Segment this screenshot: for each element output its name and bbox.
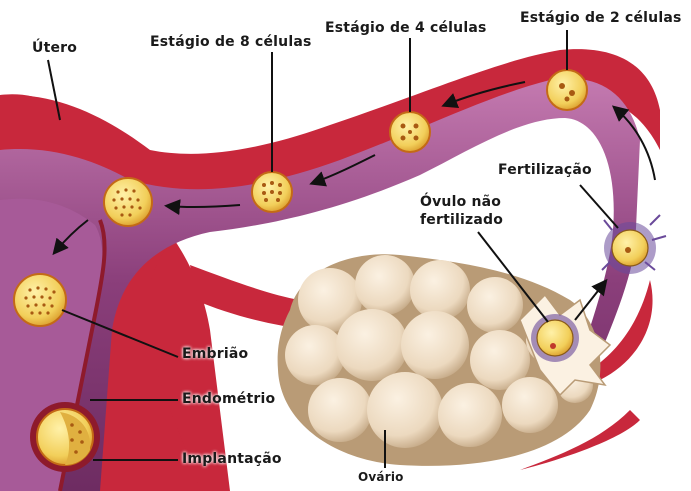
label-ovulo-line2: fertilizado	[420, 212, 503, 228]
label-estagio-4: Estágio de 4 células	[325, 20, 487, 36]
two-cell-stage	[547, 70, 587, 110]
label-fertilizacao: Fertilização	[498, 162, 592, 178]
fertilized-ovum	[602, 215, 666, 274]
label-estagio-8: Estágio de 8 células	[150, 34, 312, 50]
label-utero: Útero	[32, 40, 77, 56]
unfertilized-ovum	[531, 314, 579, 362]
label-implantacao: Implantação	[182, 451, 282, 467]
label-embriao: Embrião	[182, 346, 248, 362]
four-cell-stage	[390, 112, 430, 152]
morula	[104, 178, 152, 226]
label-ovario: Ovário	[358, 470, 404, 484]
label-ovulo-line1: Óvulo não	[420, 194, 501, 210]
label-endometrio: Endométrio	[182, 391, 275, 407]
embryo-cell	[14, 274, 66, 326]
implantation-blastocyst	[30, 402, 100, 472]
eight-cell-stage	[252, 172, 292, 212]
label-estagio-2: Estágio de 2 células	[520, 10, 682, 26]
